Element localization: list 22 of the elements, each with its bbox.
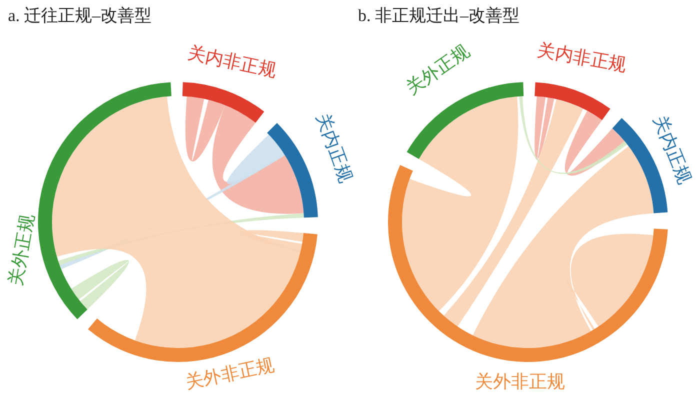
chord-ribbon (185, 96, 226, 162)
arc-label: 关内正规 (648, 112, 696, 188)
panel-title: a. 迁往正规–改善型 (8, 5, 152, 27)
chord-ribbon (212, 105, 304, 214)
chord-ribbon (519, 96, 628, 174)
chord-ribbon (71, 260, 129, 310)
arc-label: 关外非正规 (184, 354, 276, 394)
chord-ribbon (472, 146, 654, 348)
chord-ribbon (52, 96, 301, 348)
chord-ribbon (444, 99, 584, 326)
chord-ribbon (565, 110, 626, 176)
arc-label: 关外正规 (402, 40, 474, 100)
chord-ribbon (534, 96, 554, 160)
arc-label: 关内非正规 (536, 40, 628, 76)
arc-label: 关外非正规 (475, 372, 565, 392)
arc-label: 关外正规 (5, 212, 39, 288)
chord-ribbon (562, 234, 654, 330)
chord-ribbon (402, 96, 518, 312)
arc-label: 关内非正规 (186, 42, 278, 82)
arc-label: 关内正规 (312, 110, 356, 186)
chord-ribbon (240, 230, 304, 252)
panel-title: b. 非正规迁出–改善型 (358, 5, 520, 27)
